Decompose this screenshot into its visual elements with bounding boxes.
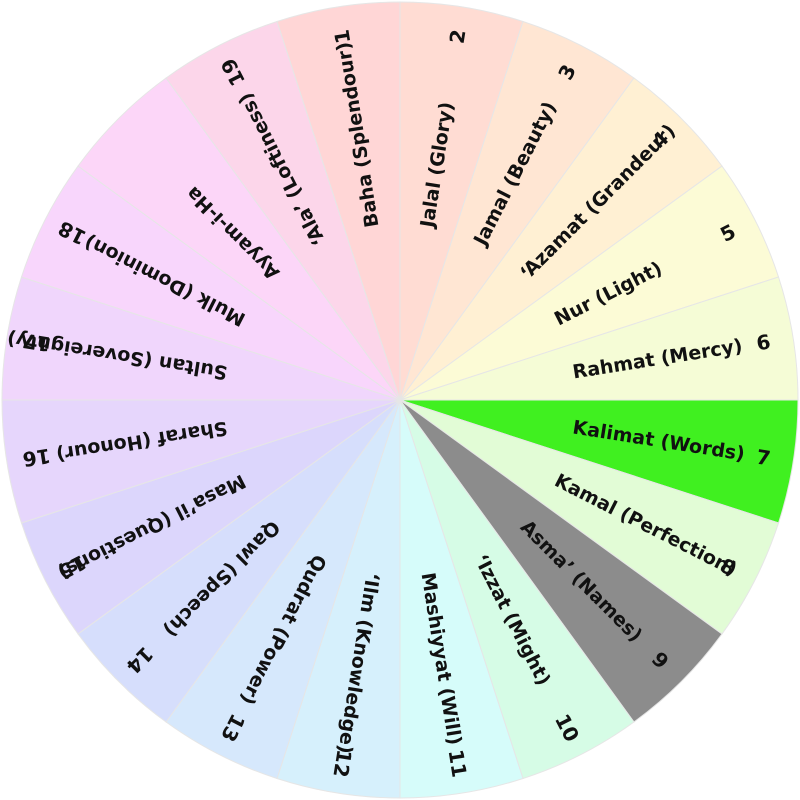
segment-number: 1	[329, 28, 355, 46]
segment-number: 6	[755, 329, 773, 355]
segment-number: 12	[328, 748, 356, 779]
segment-number: 17	[21, 328, 52, 356]
segment-number: 2	[445, 28, 471, 46]
segment-number: 16	[21, 444, 52, 472]
segment-19[interactable]	[165, 20, 401, 401]
segment-number: 7	[755, 445, 773, 471]
segment-number: 11	[444, 748, 472, 779]
